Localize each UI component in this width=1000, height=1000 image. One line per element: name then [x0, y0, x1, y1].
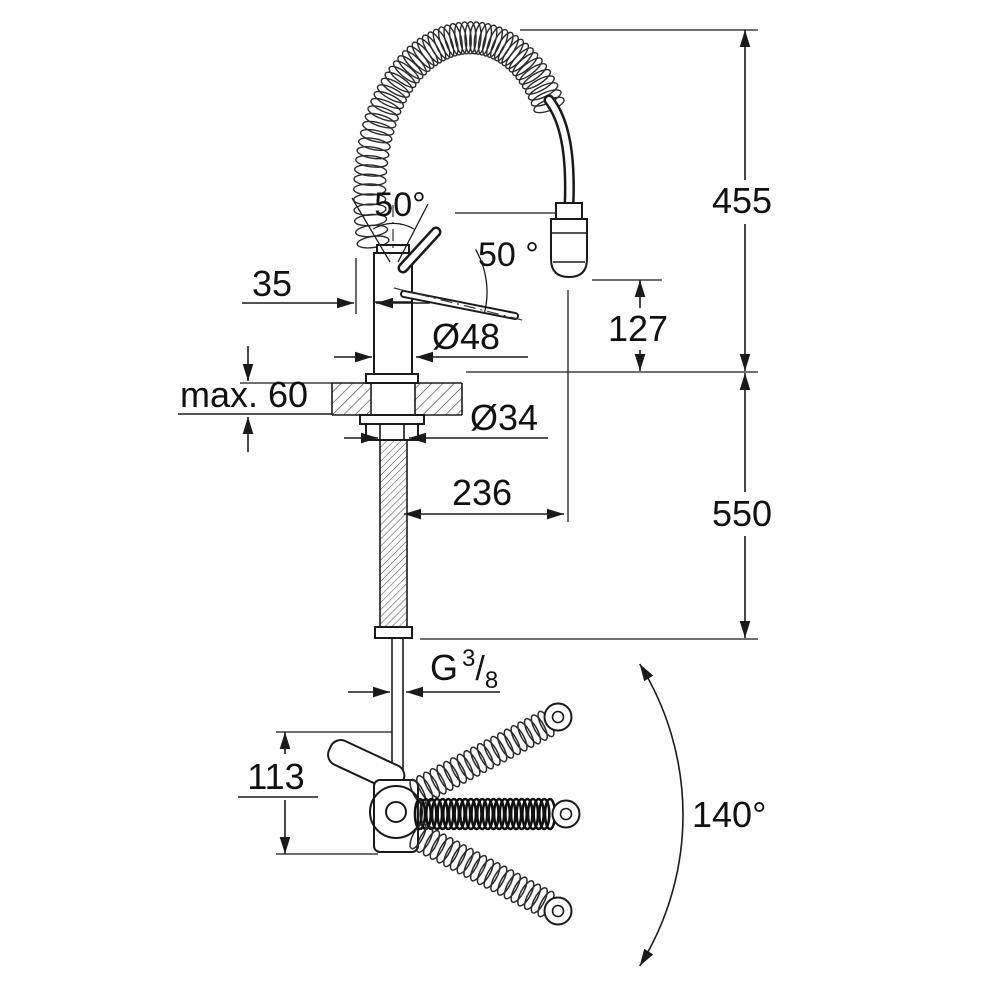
- dim-label-140: 140°: [692, 794, 766, 835]
- dim-label-236: 236: [452, 472, 512, 513]
- dimension-140: 140°: [639, 663, 766, 967]
- angle-label-50-side: 50 °: [478, 236, 539, 274]
- dim-label-455: 455: [712, 180, 772, 221]
- dim-label-127: 127: [608, 308, 668, 349]
- dim-label-35: 35: [252, 263, 292, 304]
- angle-50-side: 50 °: [475, 236, 539, 313]
- dimension-35: 35: [242, 258, 430, 314]
- dimension-113: 113: [238, 731, 392, 855]
- lever-rotated-position: [393, 212, 556, 322]
- dimension-236: 236: [404, 290, 569, 522]
- front-view: 455 127 550 35 max. 60: [178, 21, 772, 780]
- faucet-body: [373, 205, 413, 376]
- dim-label-550: 550: [712, 493, 772, 534]
- mounting-hardware: [359, 414, 425, 441]
- spray-arm-upper: [409, 710, 555, 806]
- dimension-d48: Ø48: [334, 316, 528, 363]
- angle-label-50-front: 50°: [374, 186, 425, 224]
- countertop-section: [331, 382, 463, 416]
- base-escutcheon: [365, 373, 419, 384]
- dimension-d34: Ø34: [344, 397, 548, 444]
- dim-label-d48: Ø48: [432, 316, 500, 357]
- spray-arm-middle: [413, 797, 557, 831]
- supply-pipe: [391, 638, 404, 780]
- spray-arm-endcaps: [543, 702, 581, 926]
- swivel-pivot: [369, 785, 423, 839]
- dimension-max60: max. 60: [178, 346, 332, 452]
- threaded-shank: [374, 439, 413, 639]
- top-view: 140° 113: [238, 663, 766, 967]
- spray-arm-lower: [409, 822, 555, 918]
- dim-label-113: 113: [247, 756, 304, 797]
- lever-handle: [397, 226, 442, 274]
- pullout-hose: [543, 94, 575, 212]
- dimension-455: 455: [466, 29, 772, 373]
- dimension-127: 127: [592, 279, 668, 371]
- angle-50-front: 50°: [351, 186, 429, 263]
- dimension-550: 550: [420, 373, 772, 640]
- dim-label-max60: max. 60: [180, 374, 308, 415]
- spring-coil-hose: [353, 21, 565, 249]
- spray-head: [550, 202, 588, 279]
- dim-label-d34: Ø34: [470, 397, 538, 438]
